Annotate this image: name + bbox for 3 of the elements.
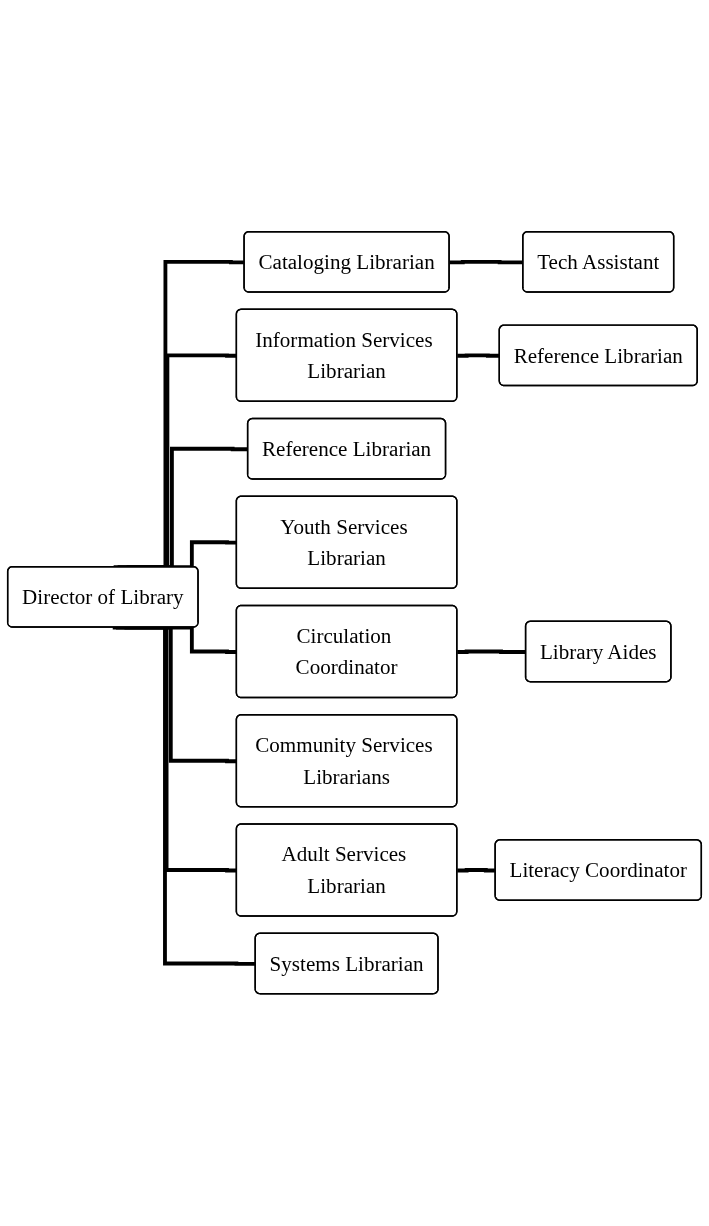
connector	[112, 625, 256, 967]
connector	[457, 868, 496, 873]
connector	[457, 353, 500, 359]
